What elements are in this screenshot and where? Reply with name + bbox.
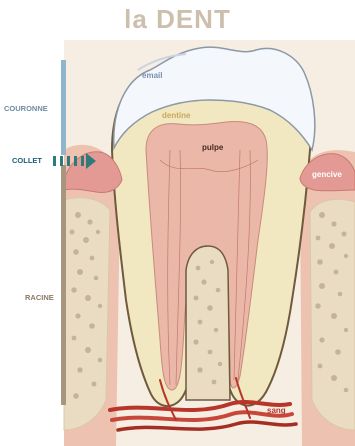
label-collet: COLLET [12,156,42,165]
racine-bar [61,165,66,405]
label-couronne: COURONNE [4,104,48,113]
label-racine: RACINE [25,293,54,302]
label-sang: sang [267,406,286,415]
label-email: email [142,71,162,80]
page-title: la DENT [0,4,355,35]
inner-root-bone [186,246,230,400]
label-pulpe: pulpe [202,143,223,152]
label-gencive: gencive [312,170,342,179]
label-dentine: dentine [162,111,190,120]
couronne-bar [61,60,66,155]
